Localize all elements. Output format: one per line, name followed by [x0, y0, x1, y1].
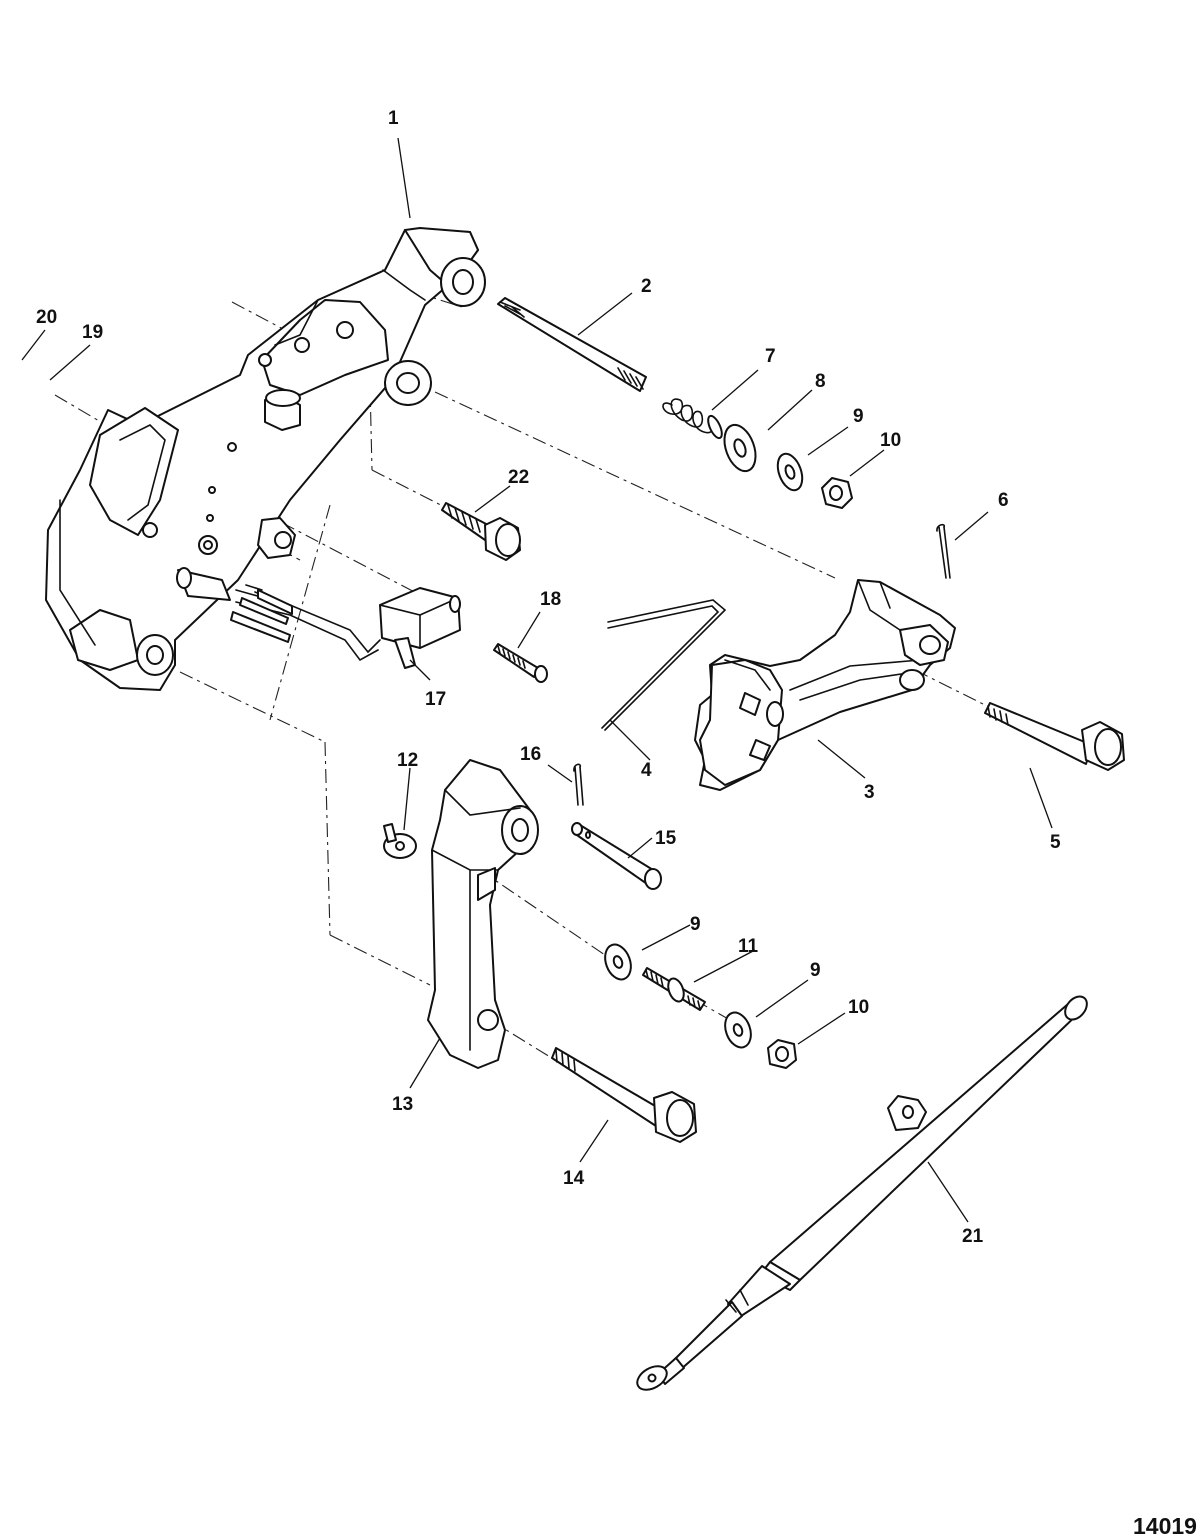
callout-5: 5: [1050, 832, 1061, 853]
callout-16: 16: [520, 744, 541, 765]
callout-9-upper: 9: [853, 406, 864, 427]
part-9-washer-middle: [604, 943, 632, 981]
callout-leaders: [21, 137, 1053, 1223]
callout-10-upper: 10: [880, 430, 901, 451]
callout-1: 1: [388, 108, 399, 129]
callout-6: 6: [998, 490, 1009, 511]
callout-9-middle: 9: [690, 914, 701, 935]
part-22-bolt: [441, 502, 521, 561]
part-9-washer-upper: [776, 452, 804, 492]
part-6-cotter-pin: [936, 523, 951, 579]
callout-8: 8: [815, 371, 826, 392]
part-11-shoulder-stud: [642, 967, 706, 1011]
part-4-wire-bail: [601, 599, 727, 731]
part-8-washer: [723, 423, 757, 473]
part-9-washer-lower: [724, 1011, 752, 1049]
callout-10-lower: 10: [848, 997, 869, 1018]
part-10-nut-lower: [767, 1039, 797, 1069]
callout-11: 11: [738, 936, 759, 957]
part-18-screw: [493, 643, 548, 683]
part-2-stud: [497, 297, 647, 392]
part-7-spring: [662, 398, 723, 440]
callout-18: 18: [540, 589, 561, 610]
callout-13: 13: [392, 1094, 413, 1115]
part-1-mounting-bracket: [45, 227, 486, 691]
callout-labels: 1 2 3 4 5 6 7 8 9 10 11 12 13 14 15 16 1…: [36, 108, 1061, 1247]
part-12-clip: [383, 823, 417, 859]
part-13-shift-arm: [427, 759, 539, 1069]
part-16-cotter-pin: [573, 763, 584, 806]
callout-15: 15: [655, 828, 677, 849]
part-21-shift-rod: [636, 995, 1088, 1391]
callout-19: 19: [82, 322, 103, 343]
callout-21: 21: [962, 1226, 984, 1247]
figure-id: 14019: [1133, 1513, 1197, 1539]
part-17-switch: [230, 584, 461, 669]
part-10-nut-upper: [821, 477, 853, 509]
part-5-flange-bolt: [984, 702, 1125, 771]
callout-7: 7: [765, 346, 776, 367]
part-3-lever-bracket: [694, 579, 956, 791]
callout-4: 4: [641, 760, 652, 781]
callout-3: 3: [864, 782, 875, 803]
callout-14: 14: [563, 1168, 585, 1189]
part-14-flange-bolt: [551, 1047, 697, 1143]
callout-17: 17: [425, 689, 446, 710]
callout-22: 22: [508, 467, 529, 488]
callout-12: 12: [397, 750, 418, 771]
part-15-clevis-pin: [571, 822, 662, 890]
callout-2: 2: [641, 276, 652, 297]
callout-9-lower: 9: [810, 960, 821, 981]
callout-20: 20: [36, 307, 57, 328]
